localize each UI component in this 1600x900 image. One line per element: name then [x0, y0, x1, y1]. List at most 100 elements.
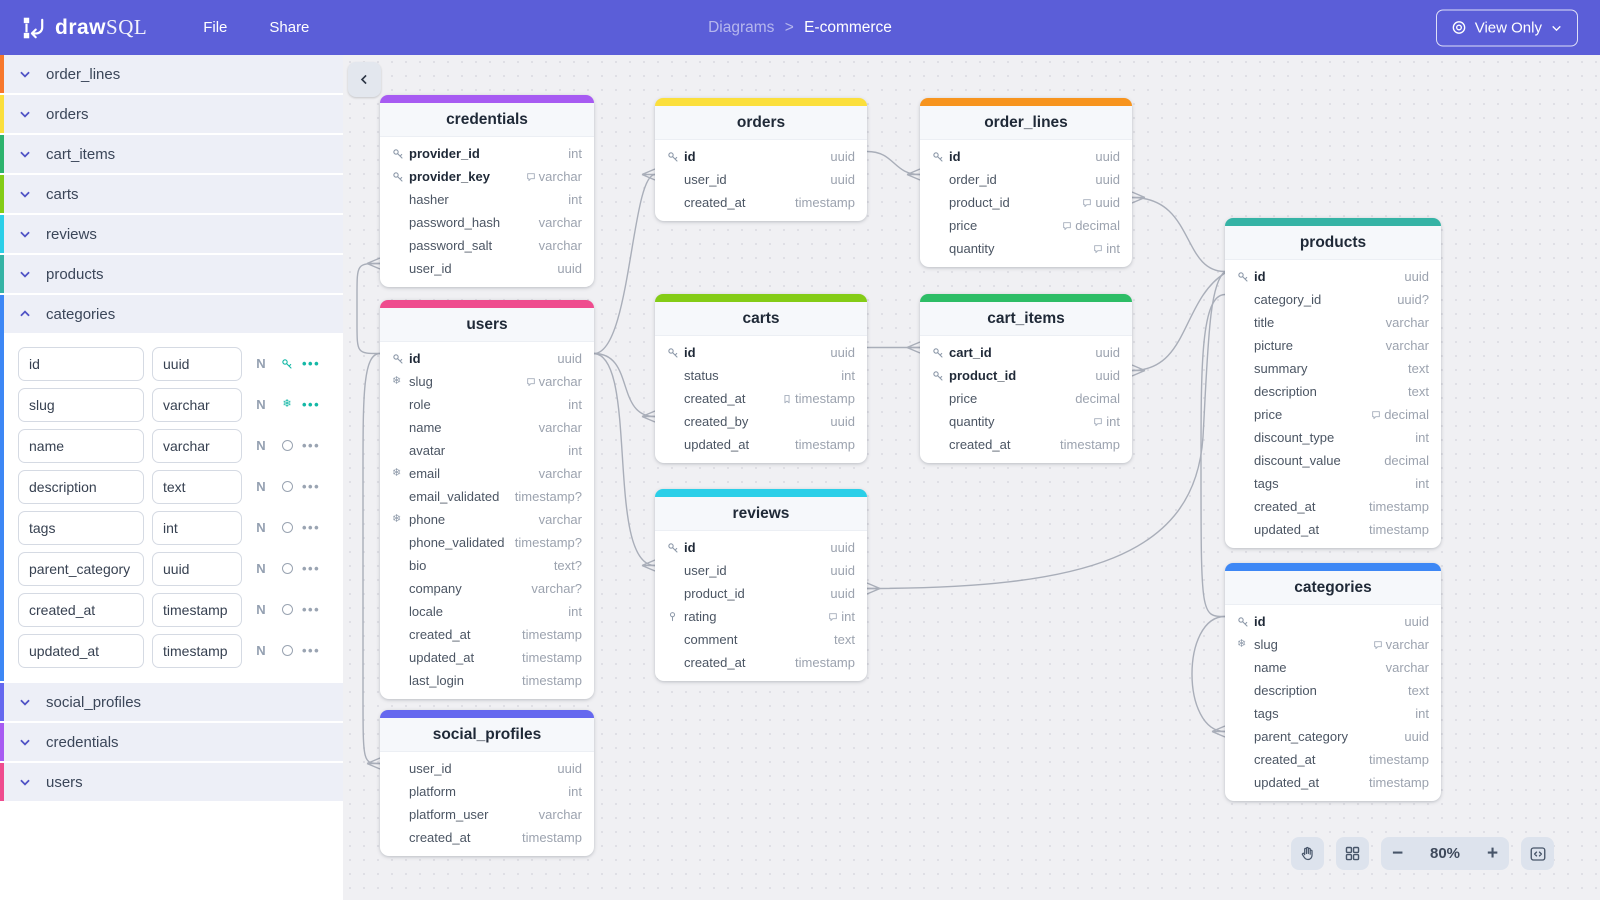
nullable-toggle[interactable]: N — [248, 356, 274, 371]
menu-item-file[interactable]: File — [203, 19, 228, 36]
field-options-button[interactable]: ••• — [302, 356, 321, 371]
snowflake-icon[interactable]: ❄ — [282, 398, 292, 410]
circle-icon[interactable] — [274, 563, 300, 574]
embed-button[interactable] — [1521, 837, 1554, 870]
field-editor-row: N ••• — [0, 425, 343, 466]
circle-icon[interactable] — [274, 645, 300, 656]
nullable-toggle[interactable]: N — [248, 438, 274, 453]
field-options-button[interactable]: ••• — [302, 479, 321, 494]
key-icon[interactable] — [274, 358, 300, 370]
sidebar-item-credentials[interactable]: credentials — [0, 723, 343, 761]
sidebar-item-carts[interactable]: carts — [0, 175, 343, 213]
field-type-input[interactable] — [152, 551, 242, 586]
field-options-button[interactable]: ••• — [302, 643, 321, 658]
circle-icon[interactable] — [274, 604, 300, 615]
pan-tool-button[interactable] — [1291, 837, 1324, 870]
sidebar-item-cart_items[interactable]: cart_items — [0, 135, 343, 173]
nullable-toggle[interactable]: N — [248, 561, 274, 576]
sidebar-item-orders[interactable]: orders — [0, 95, 343, 133]
top-navbar: drawSQL File Share Diagrams > E-commerce… — [0, 0, 1600, 55]
field-name: last_login — [409, 673, 464, 688]
circle-icon[interactable] — [274, 522, 300, 533]
key-icon — [392, 171, 404, 183]
drawsql-logo[interactable]: drawSQL — [20, 15, 147, 41]
grid-view-button[interactable] — [1336, 837, 1369, 870]
field-options-button[interactable]: ••• — [302, 561, 321, 576]
field-type-input[interactable] — [152, 510, 242, 545]
sidebar-item-users[interactable]: users — [0, 763, 343, 801]
sidebar-item-social_profiles[interactable]: social_profiles — [0, 683, 343, 721]
zoom-in-button[interactable]: + — [1476, 837, 1509, 870]
field-type: uuid — [830, 563, 855, 578]
nullable-toggle[interactable]: N — [248, 479, 274, 494]
table-color-strip — [0, 723, 4, 761]
field-name: quantity — [949, 241, 995, 256]
sidebar-collapse-button[interactable] — [348, 62, 381, 97]
sidebar-item-reviews[interactable]: reviews — [0, 215, 343, 253]
field-type-input[interactable] — [152, 346, 242, 381]
field-type: varchar — [1385, 660, 1429, 675]
zoom-level-indicator: 80% — [1429, 845, 1461, 862]
sidebar-item-categories[interactable]: categories — [0, 295, 343, 333]
field-name-input[interactable] — [18, 469, 144, 504]
sidebar-item-products[interactable]: products — [0, 255, 343, 293]
view-only-button[interactable]: View Only — [1435, 9, 1578, 46]
logo-wordmark: drawSQL — [55, 15, 148, 39]
field-name: id — [949, 149, 961, 164]
field-type: uuid — [830, 540, 855, 555]
circle-icon[interactable] — [274, 481, 300, 492]
field-name: price — [1254, 407, 1283, 422]
circle-icon[interactable] — [274, 440, 300, 451]
chevron-down-icon — [18, 107, 32, 121]
field-name-input[interactable] — [18, 346, 144, 381]
field-type: timestamp — [795, 655, 855, 670]
field-name-input[interactable] — [18, 551, 144, 586]
field-name-input[interactable] — [18, 633, 144, 668]
field-name: tags — [1254, 706, 1279, 721]
nullable-toggle[interactable]: N — [248, 397, 274, 412]
nullable-toggle[interactable]: N — [248, 520, 274, 535]
field-type-input[interactable] — [152, 469, 242, 504]
sidebar-item-order_lines[interactable]: order_lines — [0, 55, 343, 93]
breadcrumb-diagrams-link[interactable]: Diagrams — [708, 18, 775, 36]
field-name-input[interactable] — [18, 428, 144, 463]
field-type-input[interactable] — [152, 592, 242, 627]
menu-item-share[interactable]: Share — [269, 19, 310, 36]
field-name-input[interactable] — [18, 387, 144, 422]
field-type: int — [568, 784, 582, 799]
field-type-input[interactable] — [152, 633, 242, 668]
zoom-out-button[interactable]: − — [1381, 837, 1414, 870]
nullable-toggle[interactable]: N — [248, 602, 274, 617]
field-options-button[interactable]: ••• — [302, 438, 321, 453]
field-options-button[interactable]: ••• — [302, 520, 321, 535]
field-type-input[interactable] — [152, 387, 242, 422]
chevron-down-icon — [18, 267, 32, 281]
field-name-input[interactable] — [18, 592, 144, 627]
nullable-toggle[interactable]: N — [248, 643, 274, 658]
field-name-input[interactable] — [18, 510, 144, 545]
field-type-input[interactable] — [152, 428, 242, 463]
field-name: password_hash — [409, 215, 501, 230]
field-options-button[interactable]: ••• — [302, 397, 321, 412]
field-options-button[interactable]: ••• — [302, 602, 321, 617]
table-color-bar — [655, 489, 867, 497]
chevron-down-icon — [18, 775, 32, 789]
